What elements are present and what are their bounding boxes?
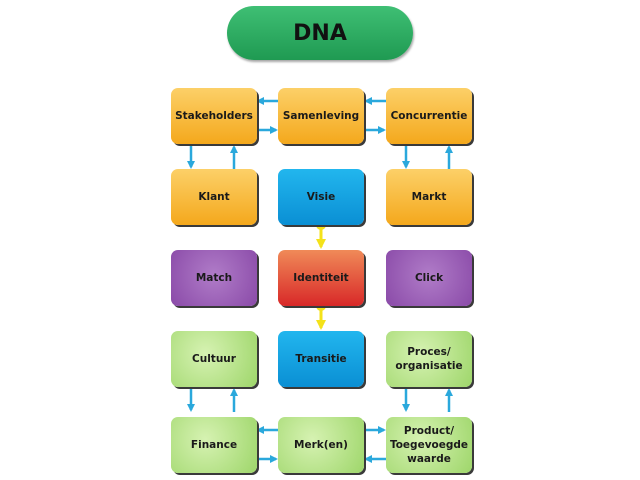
dna-title: DNA [227,6,413,60]
node-stakeholders: Stakeholders [171,88,257,144]
node-visie: Visie [278,169,364,225]
node-identiteit: Identiteit [278,250,364,306]
node-finance: Finance [171,417,257,473]
node-proces-organisatie: Proces/ organisatie [386,331,472,387]
node-samenleving: Samenleving [278,88,364,144]
node-product-toegevoegde-waarde: Product/ Toegevoegde waarde [386,417,472,473]
node-markt: Markt [386,169,472,225]
node-concurrentie: Concurrentie [386,88,472,144]
node-klant: Klant [171,169,257,225]
node-click: Click [386,250,472,306]
node-cultuur: Cultuur [171,331,257,387]
node-transitie: Transitie [278,331,364,387]
node-match: Match [171,250,257,306]
node-merken: Merk(en) [278,417,364,473]
